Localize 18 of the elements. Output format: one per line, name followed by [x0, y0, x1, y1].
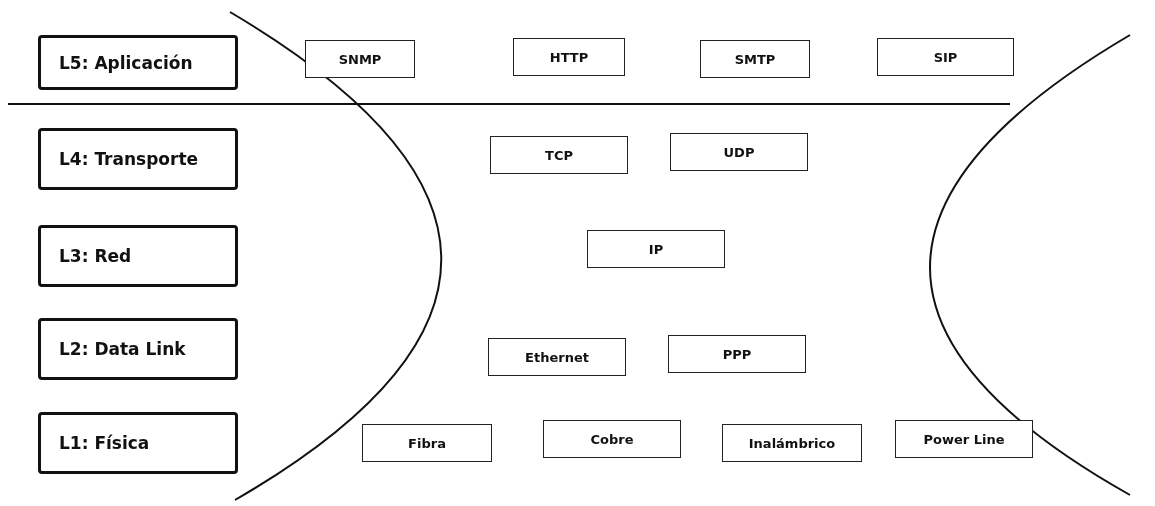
protocol-box: SMTP	[700, 40, 810, 78]
protocol-box: Inalámbrico	[722, 424, 862, 462]
protocol-box: UDP	[670, 133, 808, 171]
layer-box: L5: Aplicación	[38, 35, 238, 90]
protocol-box: SNMP	[305, 40, 415, 78]
protocol-box: IP	[587, 230, 725, 268]
protocol-box: TCP	[490, 136, 628, 174]
protocol-box: Cobre	[543, 420, 681, 458]
layer-box: L2: Data Link	[38, 318, 238, 380]
protocol-box: Power Line	[895, 420, 1033, 458]
protocol-box: PPP	[668, 335, 806, 373]
layer-box: L4: Transporte	[38, 128, 238, 190]
protocol-box: SIP	[877, 38, 1014, 76]
layer-box: L1: Física	[38, 412, 238, 474]
protocol-box: HTTP	[513, 38, 625, 76]
protocol-box: Ethernet	[488, 338, 626, 376]
protocol-box: Fibra	[362, 424, 492, 462]
layer-box: L3: Red	[38, 225, 238, 287]
